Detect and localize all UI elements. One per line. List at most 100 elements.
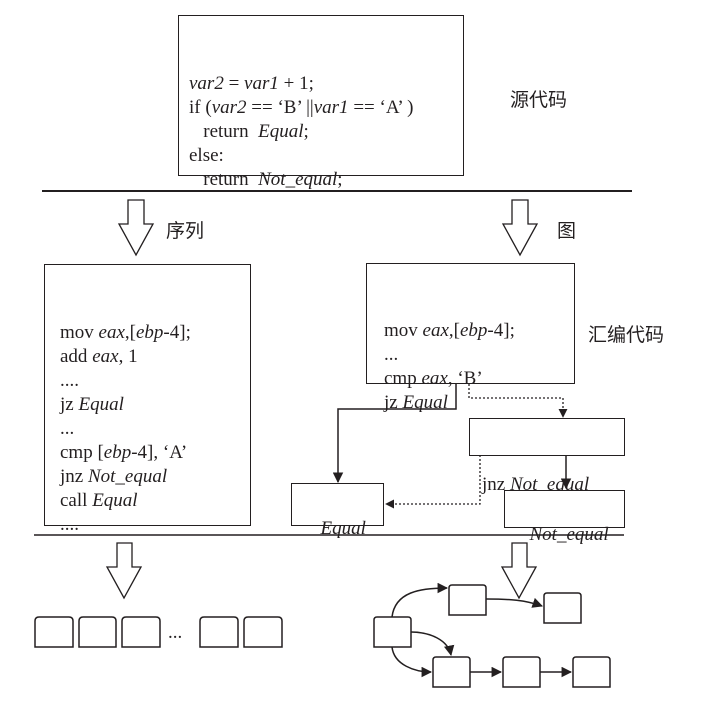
asm-line: add eax, 1 [60,345,250,369]
source-code-lines: var2 = var1 + 1;if (var2 == ‘B’ ||var1 =… [189,72,463,192]
code-text: == ‘B’ || [246,97,314,118]
hollow-down-arrow-icon [501,199,539,257]
graph-jnz-line: jnz Not_equal [482,473,624,497]
sequence-label: 序列 [166,220,205,242]
code-text: ,[ [124,322,136,343]
code-identifier: var1 [313,97,349,118]
code-text: jnz [482,474,510,495]
graph-edges [391,582,573,678]
graph-node [502,656,541,688]
graph-edge [391,582,449,618]
asm-line: cmp eax, ‘B’ [384,367,574,391]
code-identifier: eax [421,368,448,389]
code-text: if ( [189,97,212,118]
code-text: ... [384,344,399,365]
code-text: mov [60,322,99,343]
graph-label: 图 [557,220,577,242]
code-identifier: ebp [135,322,164,343]
asm-line: ... [60,417,250,441]
sequence-ellipsis: ... [168,622,183,643]
graph-node [572,656,611,688]
asm-line: mov eax,[ebp-4]; [384,319,574,343]
code-identifier: Not_equal [258,169,338,190]
graph-equal-block: Equal [291,483,384,539]
code-identifier: ebp [459,320,488,341]
asm-line: call Equal [60,489,250,513]
source-code-line: return Not_equal; [189,168,463,192]
sequence-node [78,616,117,648]
code-identifier: Equal [402,392,448,413]
asm-line: jnz Not_equal [482,473,624,497]
code-text: , 1 [118,346,138,367]
equal-label: Equal [320,518,366,539]
code-text: ; [303,121,309,142]
graph-jnz-block: jnz Not_equal [469,418,625,495]
code-text: mov [384,320,423,341]
code-text: ,[ [448,320,460,341]
edge-jz-equal [332,384,457,484]
asm-line: ... [384,343,574,367]
code-text: jnz [60,466,88,487]
code-text: else: [189,145,224,166]
source-code-line: else: [189,144,463,168]
code-identifier: Equal [78,394,124,415]
code-identifier: eax [422,320,449,341]
asm-line: jnz Not_equal [60,465,250,489]
code-text: jz [384,392,403,413]
not-equal-label: Not_equal [529,524,609,545]
code-identifier: Equal [92,490,138,511]
graph-node [543,592,582,624]
hollow-down-arrow-icon [500,542,538,600]
source-code-line: return Equal; [189,120,463,144]
code-identifier: Not_equal [509,474,590,495]
code-text: ; [337,169,343,190]
code-text: cmp [384,368,422,389]
code-identifier: var2 [211,97,247,118]
code-identifier: eax [98,322,125,343]
edge-jnz-to-equal [385,455,481,509]
edge-fallthrough-jnz [468,384,568,418]
source-code-label: 源代码 [510,89,568,111]
code-text: == ‘A’ ) [348,97,414,118]
graph-edge [391,646,433,678]
graph-edge [410,631,455,657]
code-identifier: Not_equal [87,466,168,487]
graph-main-block: mov eax,[ebp-4];...cmp eax, ‘B’jz Equal [366,263,575,413]
code-text: ... [60,418,75,439]
graph-nodes [373,584,611,688]
hollow-down-arrow-icon [105,542,143,600]
code-identifier: var2 [189,73,224,94]
code-identifier: var1 [244,73,279,94]
code-text: jz [60,394,79,415]
code-text: -4], ‘A’ [131,442,188,463]
code-identifier: eax [92,346,119,367]
code-text: call [60,490,93,511]
code-text: = [223,73,245,94]
graph-node [373,616,412,648]
assembly-label: 汇编代码 [588,324,665,346]
source-code-line: if (var2 == ‘B’ ||var1 == ‘A’ ) [189,96,463,120]
sequence-nodes [34,616,283,648]
code-text: -4]; [487,320,515,341]
asm-line: mov eax,[ebp-4]; [60,321,250,345]
graph-node [448,584,487,616]
code-text: + 1; [278,73,314,94]
asm-line: .... [60,369,250,393]
asm-line: cmp [ebp-4], ‘A’ [60,441,250,465]
hollow-down-arrow-icon [117,199,155,257]
code-text: .... [60,514,79,535]
graph-main-lines: mov eax,[ebp-4];...cmp eax, ‘B’jz Equal [384,319,574,415]
sequence-node [243,616,283,648]
code-text: add [60,346,93,367]
code-text: return [189,121,259,142]
sequence-node [199,616,239,648]
source-code-box: var2 = var1 + 1;if (var2 == ‘B’ ||var1 =… [178,15,464,190]
sequence-asm-box: mov eax,[ebp-4];add eax, 1....jz Equal..… [44,264,251,535]
asm-line: jz Equal [384,391,574,415]
code-text: -4]; [163,322,191,343]
sequence-node [34,616,74,648]
code-text: , ‘B’ [447,368,483,389]
graph-not-equal-block: Not_equal [504,490,625,545]
asm-line: .... [60,513,250,537]
